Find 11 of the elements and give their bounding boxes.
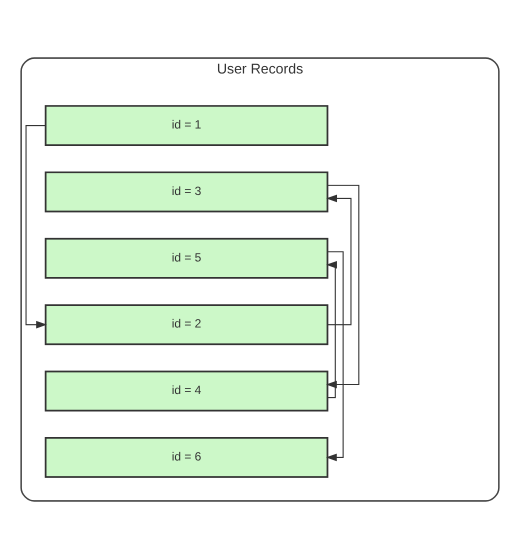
arrow <box>326 260 337 398</box>
node-box: id = 3 <box>44 170 328 212</box>
node-box: id = 6 <box>44 436 328 478</box>
node-box: id = 1 <box>44 104 328 146</box>
node-box: id = 5 <box>44 237 328 278</box>
arrow <box>26 124 48 328</box>
arrow <box>326 194 352 325</box>
arrow <box>326 184 360 388</box>
arrow <box>326 250 344 461</box>
node-box: id = 4 <box>44 370 328 411</box>
node-box: id = 2 <box>44 304 328 345</box>
